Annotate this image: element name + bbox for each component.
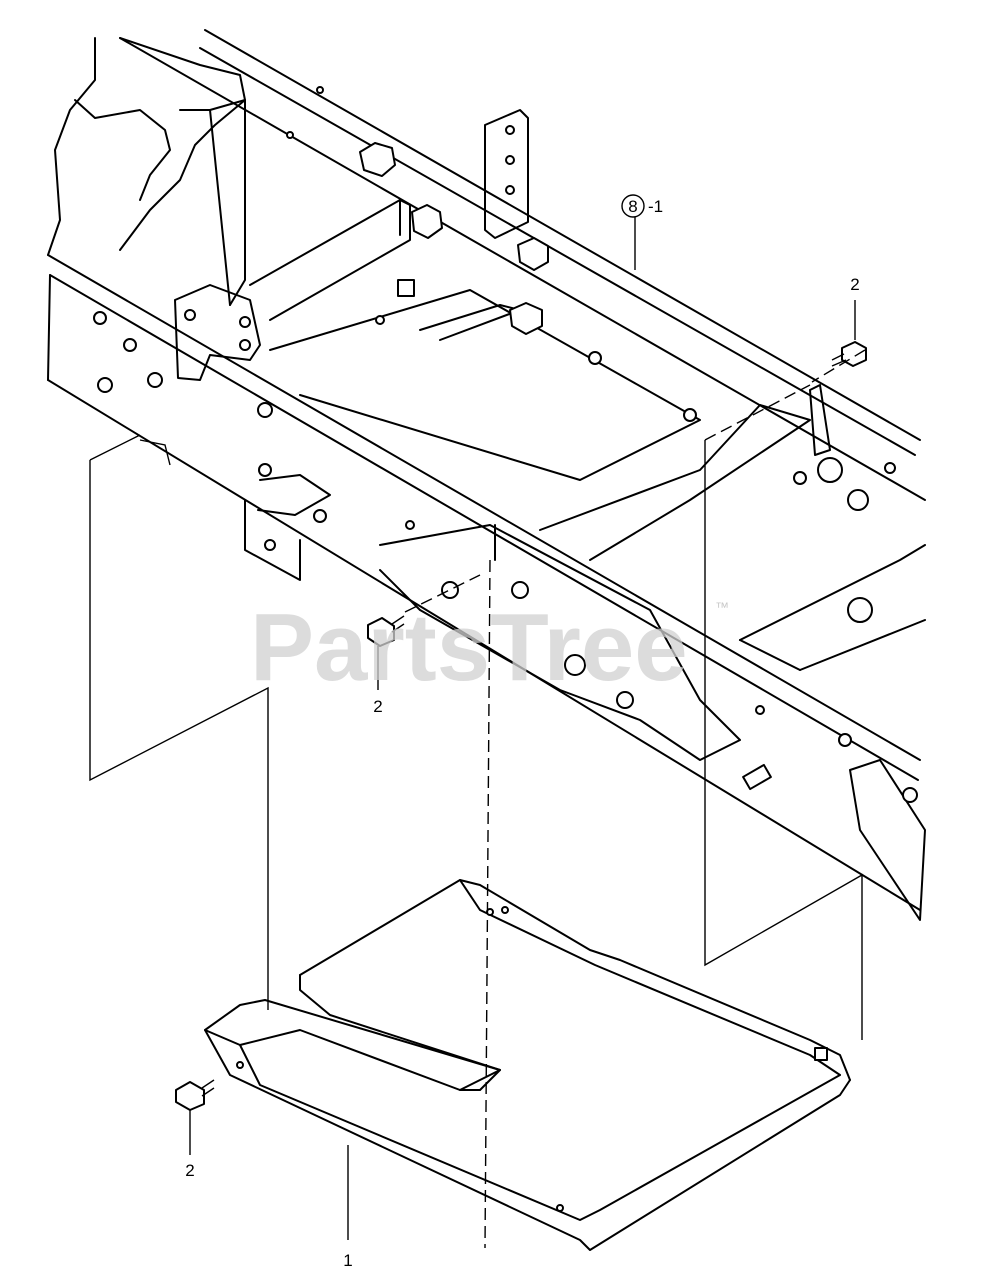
- watermark-trademark: ™: [715, 599, 729, 615]
- alignment-lines: [89, 349, 866, 1249]
- frame-nuts: [359, 142, 549, 335]
- callout-bolt-center: 2: [373, 697, 382, 716]
- bolt-bottom-left: [175, 1079, 215, 1155]
- watermark-text: PartsTree: [250, 594, 688, 701]
- callout-frame-number: 8: [628, 197, 637, 216]
- callout-frame: 8 -1: [621, 194, 663, 270]
- callout-tray-number: 1: [343, 1251, 352, 1270]
- bolt-center: [367, 615, 405, 690]
- battery-tray: [204, 879, 851, 1251]
- stud-bolt: [742, 763, 772, 791]
- callout-bolt-top-right: 2: [850, 275, 859, 294]
- callout-bolt-bottom-left: 2: [185, 1161, 194, 1180]
- callout-tray: 1: [343, 1145, 353, 1270]
- main-frame: [47, 29, 926, 921]
- callout-frame-suffix: -1: [648, 197, 663, 216]
- bolt-top-right: [831, 300, 867, 367]
